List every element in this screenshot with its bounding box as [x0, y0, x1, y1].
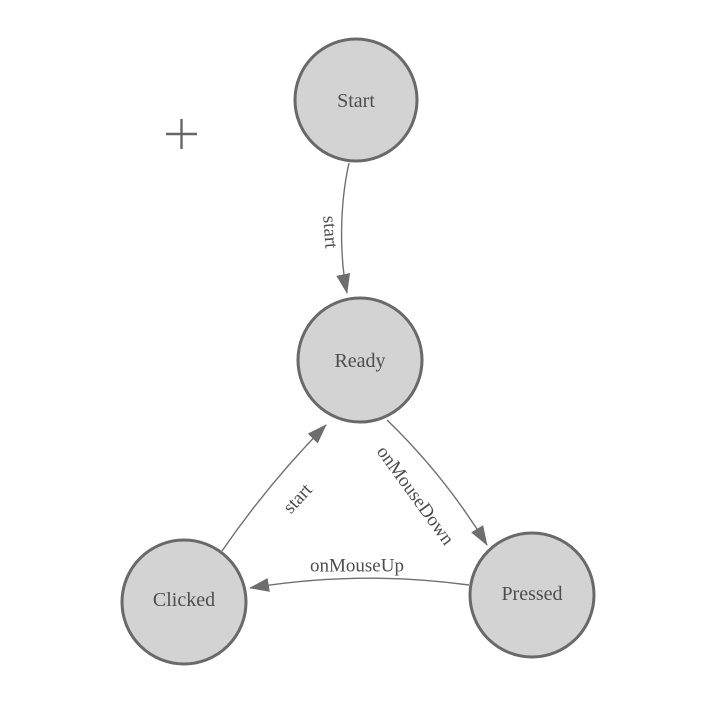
- transition-path-clicked-to-ready[interactable]: [221, 424, 327, 552]
- transition-start-to-ready: start: [318, 162, 351, 294]
- state-label-start: Start: [337, 90, 375, 112]
- states: Start Ready Clicked Pressed: [120, 37, 596, 666]
- transition-path-ready-to-pressed[interactable]: [386, 419, 488, 546]
- state-label-ready: Ready: [334, 350, 385, 372]
- transition-label: start: [279, 479, 317, 518]
- transition-pressed-to-clicked: onMouseUp: [249, 556, 470, 592]
- state-circle-clicked[interactable]: [120, 538, 248, 666]
- transition-clicked-to-ready: start: [221, 424, 327, 552]
- state-circle-ready[interactable]: [296, 296, 424, 424]
- transition-label: onMouseDown: [372, 442, 458, 550]
- state-label-pressed: Pressed: [501, 583, 562, 605]
- state-label-clicked: Clicked: [153, 589, 215, 611]
- state-circle-pressed[interactable]: [468, 531, 596, 659]
- transition-path-pressed-to-clicked[interactable]: [249, 577, 470, 592]
- transition-ready-to-pressed: onMouseDown: [372, 419, 488, 550]
- state-node-clicked[interactable]: Clicked: [120, 538, 248, 666]
- transition-label: onMouseUp: [310, 556, 404, 577]
- state-node-ready[interactable]: Ready: [296, 296, 424, 424]
- crosshair-icon: [166, 119, 197, 149]
- state-node-pressed[interactable]: Pressed: [468, 531, 596, 659]
- transition-label: start: [318, 215, 341, 250]
- state-node-start[interactable]: Start: [293, 37, 419, 163]
- state-circle-start[interactable]: [293, 37, 419, 163]
- transition-path-start-to-ready[interactable]: [336, 162, 351, 294]
